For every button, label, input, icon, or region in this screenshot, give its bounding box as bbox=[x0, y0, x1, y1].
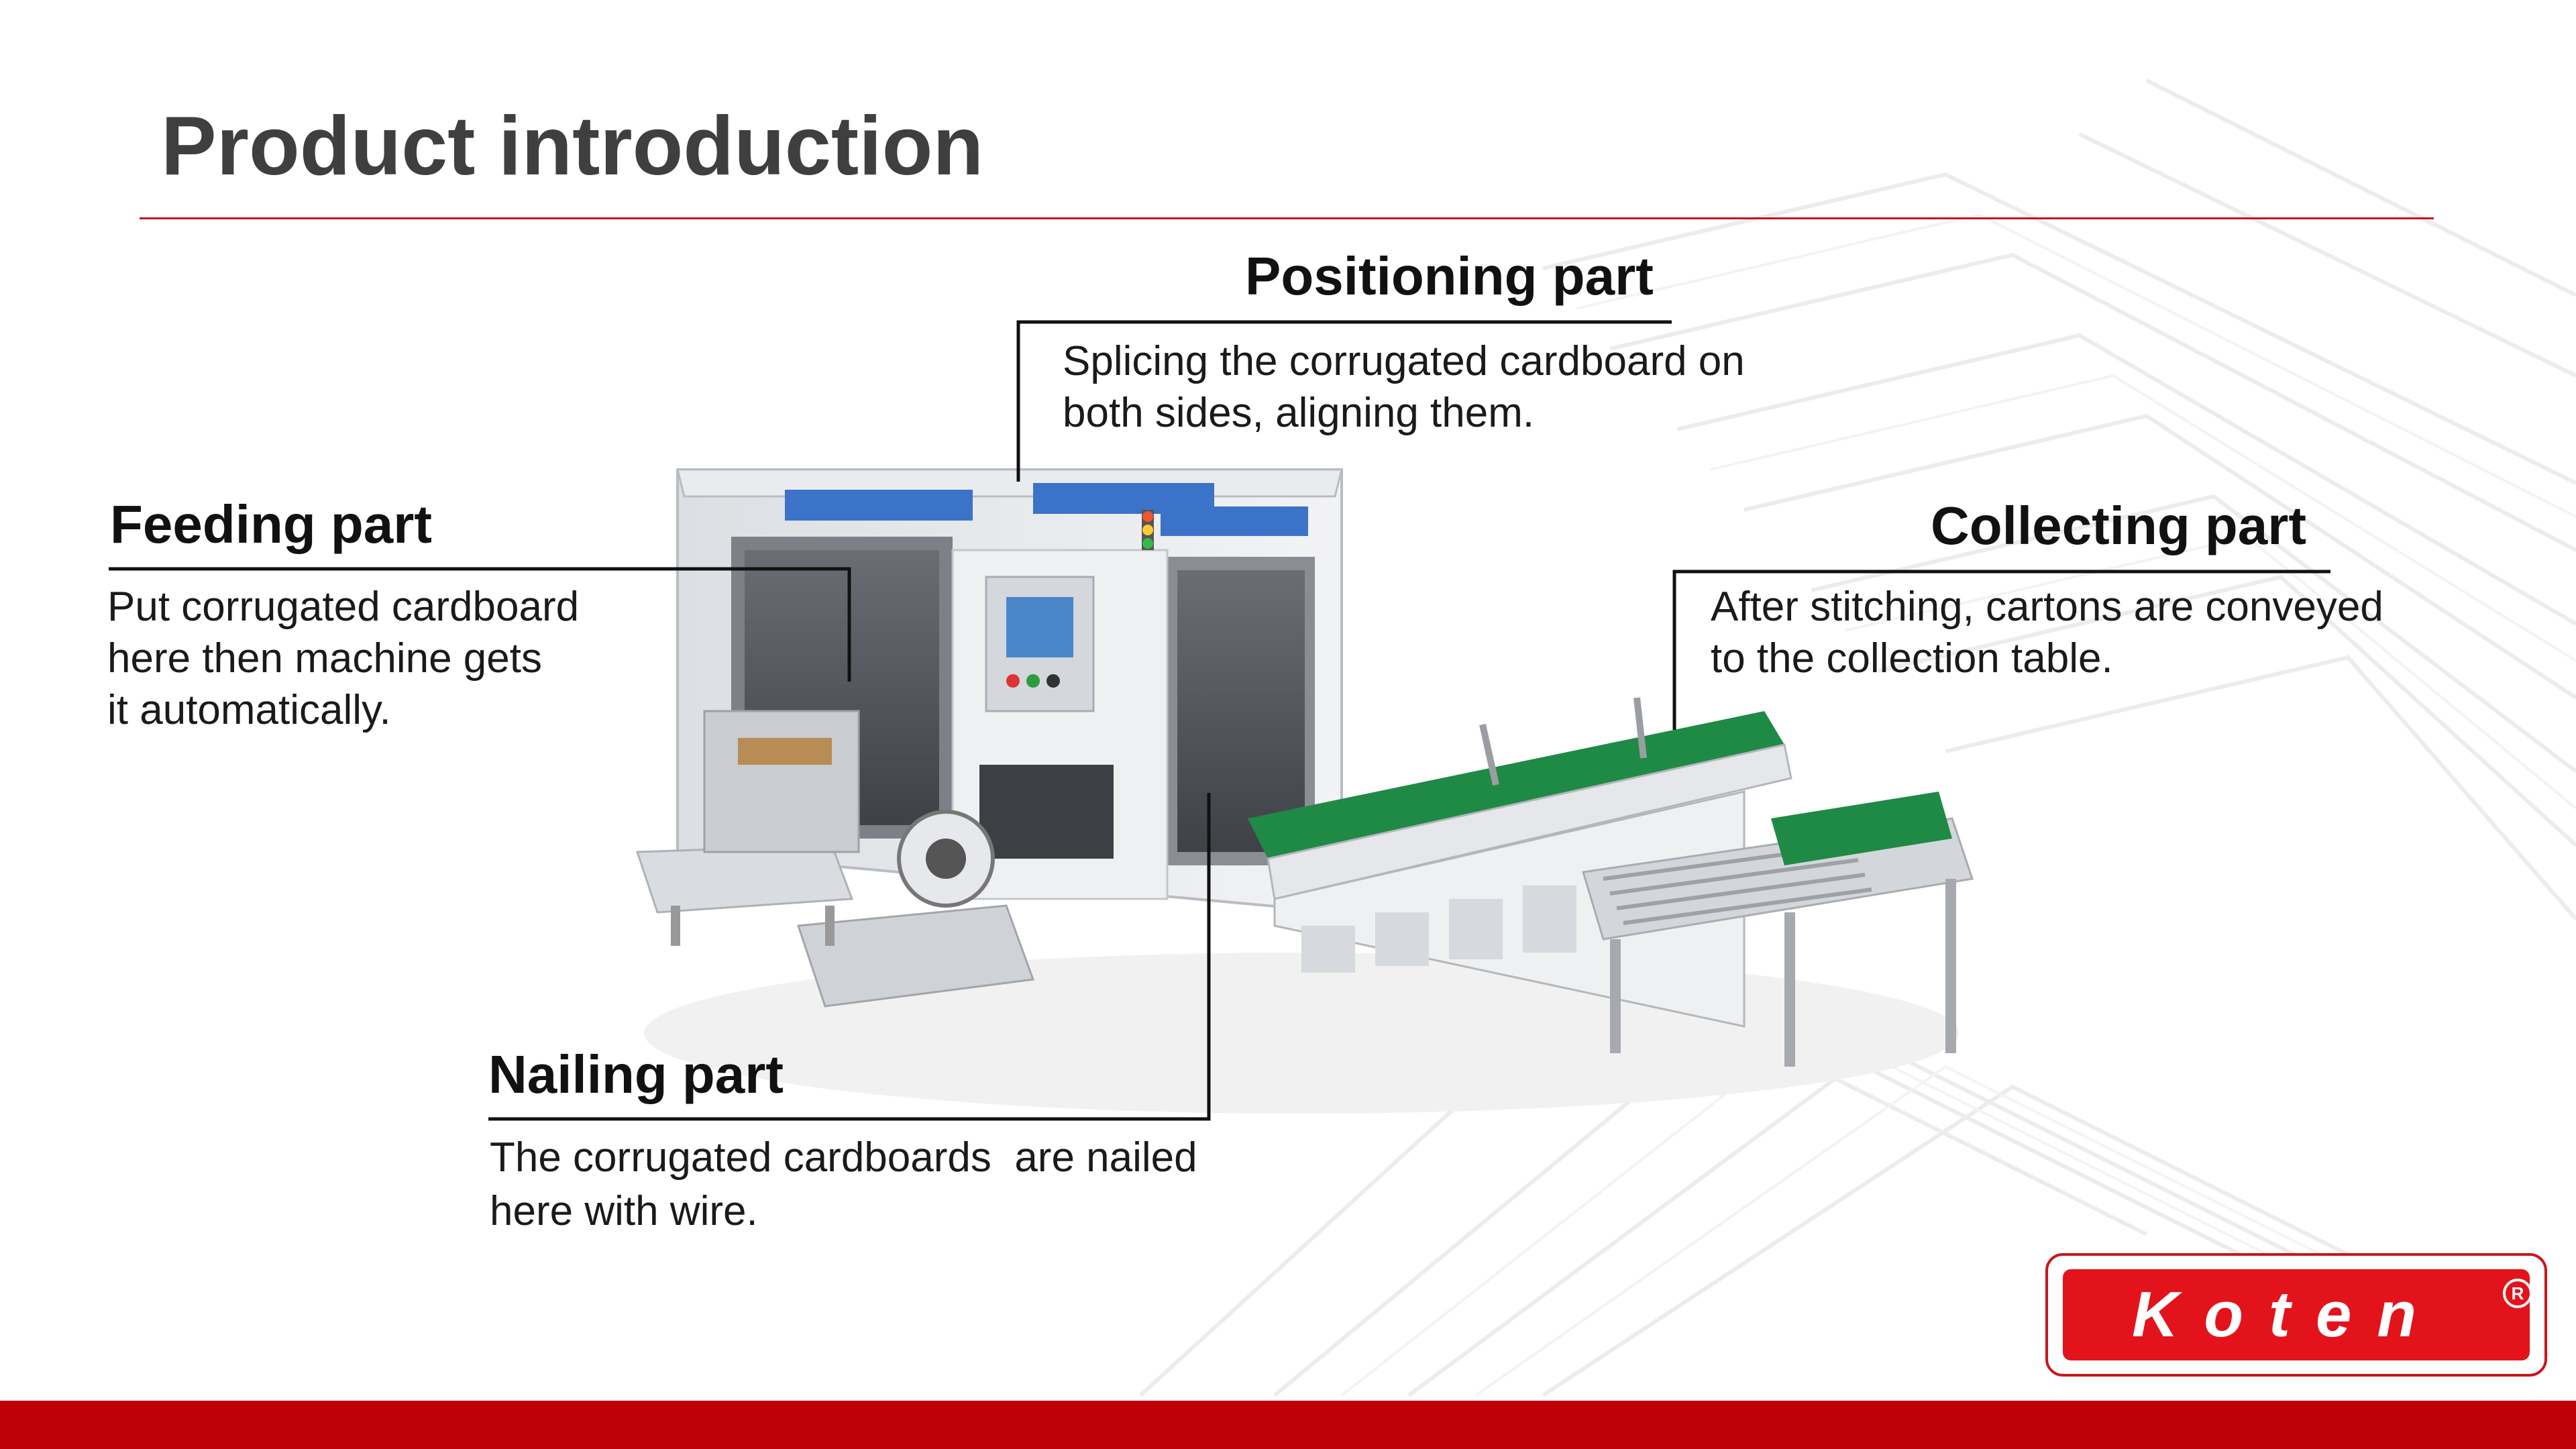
feeding-line-3: it automatically. bbox=[107, 687, 391, 733]
nailing-part-heading: Nailing part bbox=[488, 1044, 784, 1104]
feeding-part-heading: Feeding part bbox=[110, 494, 433, 554]
collecting-line-2: to the collection table. bbox=[1711, 635, 2113, 682]
page-title: Product introduction bbox=[161, 100, 984, 193]
title-divider bbox=[140, 217, 2434, 219]
logo-wordmark: Koten bbox=[2132, 1279, 2442, 1350]
nailing-line-2: here with wire. bbox=[490, 1188, 758, 1234]
collecting-part-heading: Collecting part bbox=[1931, 496, 2307, 555]
cardboard-stitching-machine-illustration bbox=[635, 468, 1974, 1114]
logo-badge: Koten R bbox=[2063, 1269, 2532, 1360]
koten-logo: Koten R bbox=[2045, 1253, 2547, 1377]
feeding-line-1: Put corrugated cardboard bbox=[107, 584, 580, 630]
collecting-part-description: After stitching, cartons are conveyed to… bbox=[1711, 581, 2383, 684]
feeding-part-description: Put corrugated cardboard here then machi… bbox=[107, 581, 579, 736]
positioning-part-heading: Positioning part bbox=[1245, 246, 1654, 306]
positioning-line-2: both sides, aligning them. bbox=[1063, 390, 1535, 436]
collecting-line-1: After stitching, cartons are conveyed bbox=[1711, 584, 2383, 630]
registered-trademark-icon: R bbox=[2503, 1279, 2532, 1308]
positioning-line-1: Splicing the corrugated cardboard on bbox=[1063, 338, 1745, 384]
footer-bar bbox=[0, 1401, 2576, 1449]
feeding-line-2: here then machine gets bbox=[107, 635, 542, 682]
nailing-line-1: The corrugated cardboards are nailed bbox=[490, 1134, 1197, 1181]
nailing-part-description: The corrugated cardboards are nailed her… bbox=[490, 1131, 1197, 1238]
positioning-part-description: Splicing the corrugated cardboard on bot… bbox=[1063, 335, 1745, 439]
